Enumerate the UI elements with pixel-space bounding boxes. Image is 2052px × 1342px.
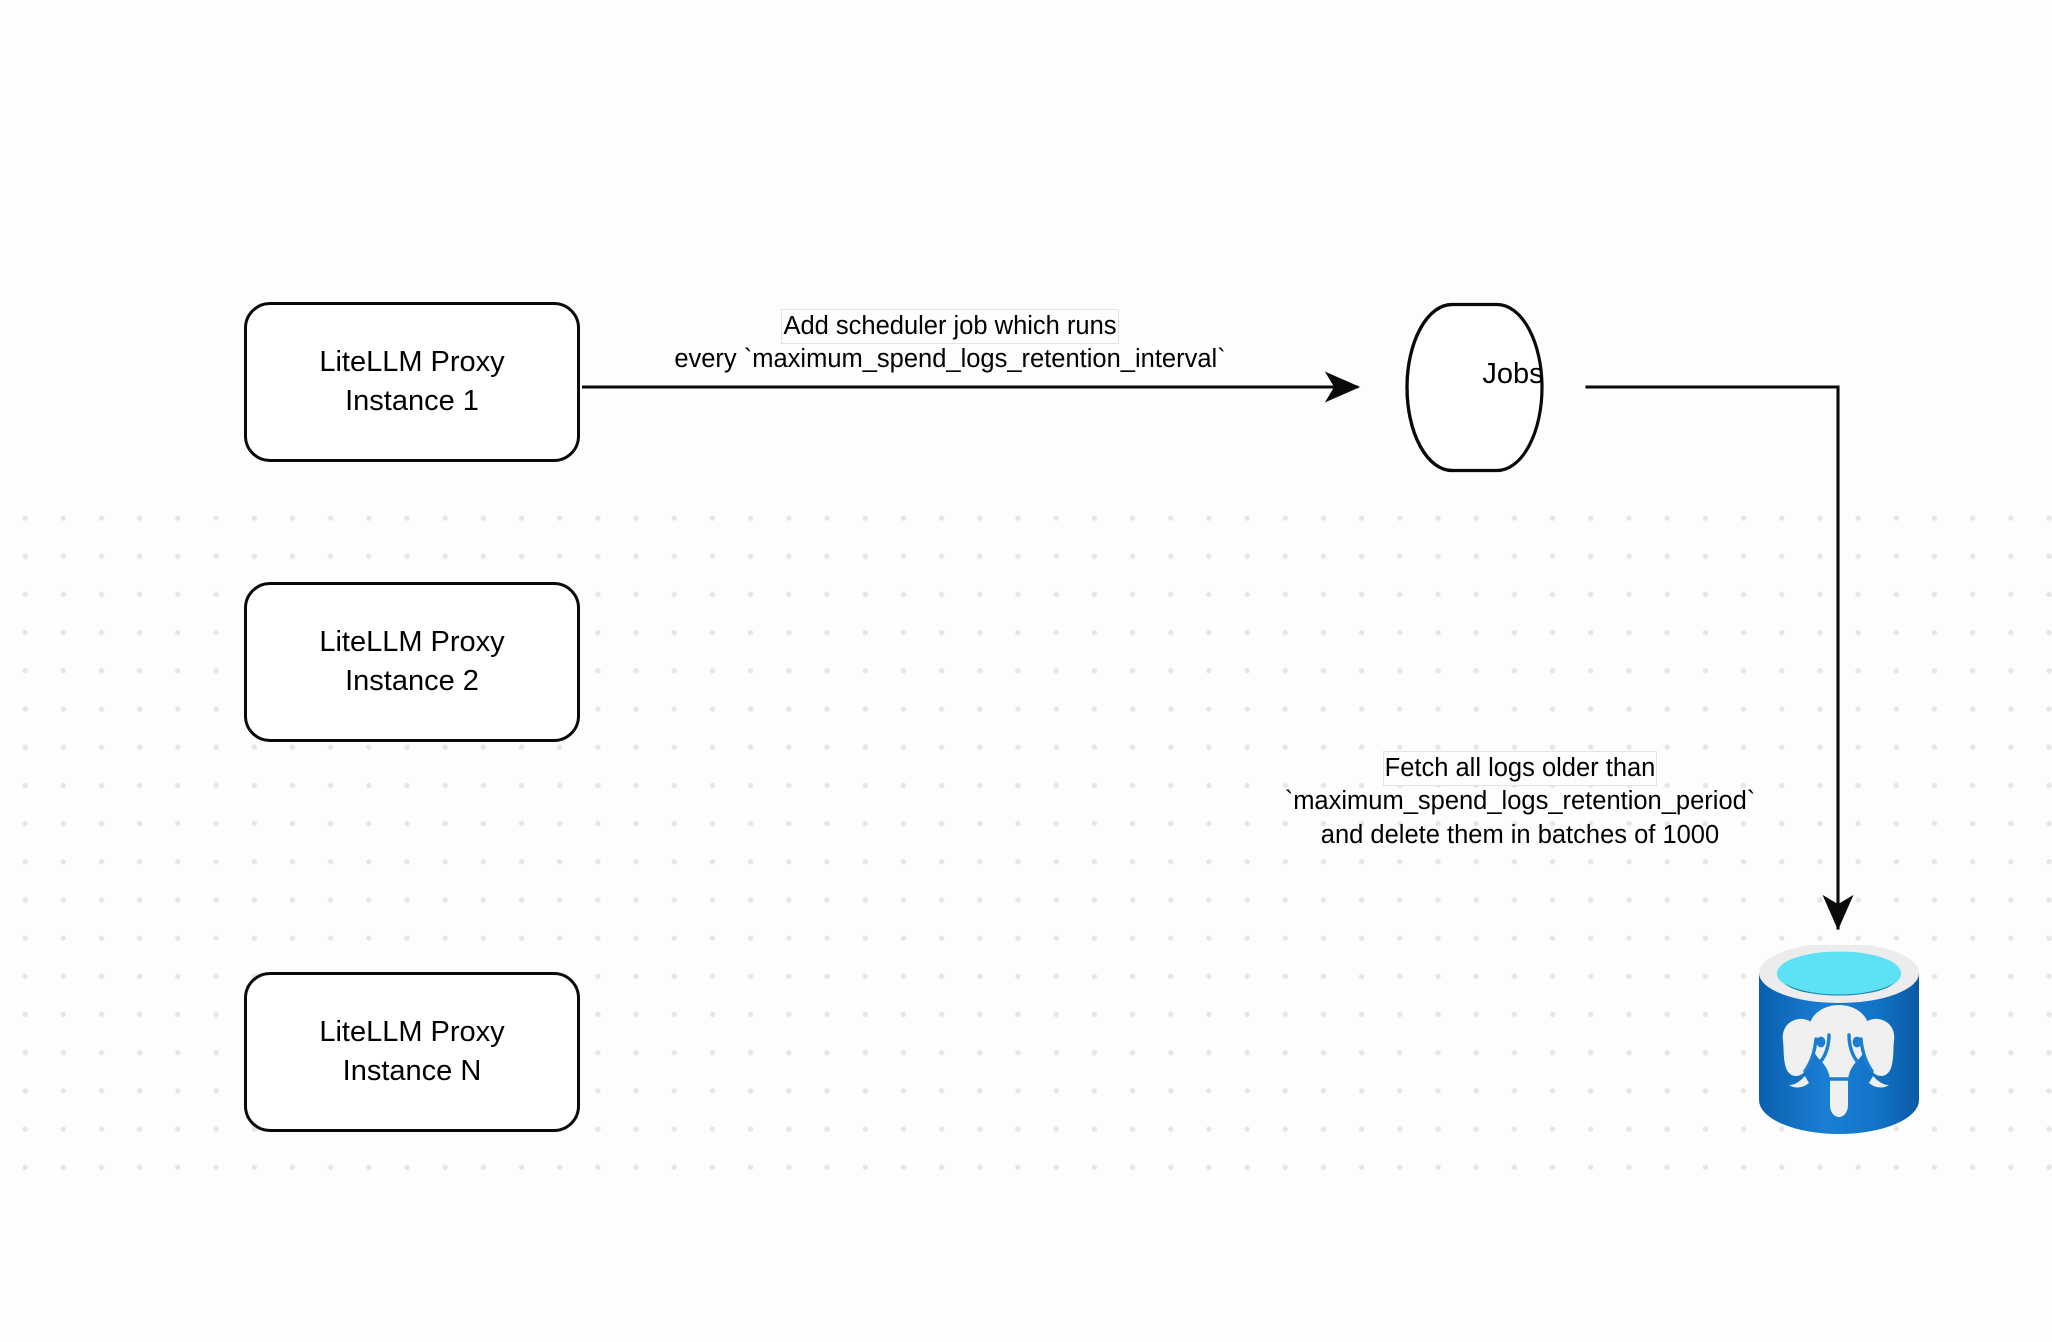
edge-label-line3: and delete them in batches of 1000 (1320, 820, 1720, 849)
edge-label-line1: Fetch all logs older than (1383, 752, 1657, 786)
node-label-line1: LiteLLM Proxy (319, 625, 505, 658)
edge-jobs-to-database (1585, 385, 1854, 931)
node-label-line2: Instance 1 (345, 385, 479, 417)
jobs-cylinder-shape (1405, 302, 1544, 473)
node-label-line1: LiteLLM Proxy (319, 345, 505, 378)
edge-label-fetch-and-delete: Fetch all logs older than `maximum_spend… (1230, 752, 1810, 852)
node-jobs-label: Jobs (1482, 358, 1544, 390)
edge-label-line2: `maximum_spend_logs_retention_period` (1284, 787, 1756, 816)
node-label-line1: LiteLLM Proxy (319, 1015, 505, 1048)
postgres-elephant-glyph (1782, 1005, 1895, 1117)
node-litellm-proxy-instance-1[interactable]: LiteLLM Proxy Instance 1 (244, 302, 580, 462)
edge-label-scheduler-job: Add scheduler job which runs every `maxi… (600, 310, 1300, 377)
edge-label-line1: Add scheduler job which runs (782, 310, 1118, 344)
postgres-database-icon (1759, 943, 1919, 1134)
node-label-line2: Instance N (342, 1055, 482, 1087)
node-litellm-proxy-instance-2[interactable]: LiteLLM Proxy Instance 2 (244, 582, 580, 742)
elephant-eyes (1816, 1036, 1862, 1048)
node-postgres-database[interactable] (1753, 943, 1925, 1137)
node-label-line2: Instance 2 (345, 665, 479, 697)
node-litellm-proxy-instance-n[interactable]: LiteLLM Proxy Instance N (244, 972, 580, 1132)
edge-label-line2: every `maximum_spend_logs_retention_inte… (674, 345, 1226, 374)
